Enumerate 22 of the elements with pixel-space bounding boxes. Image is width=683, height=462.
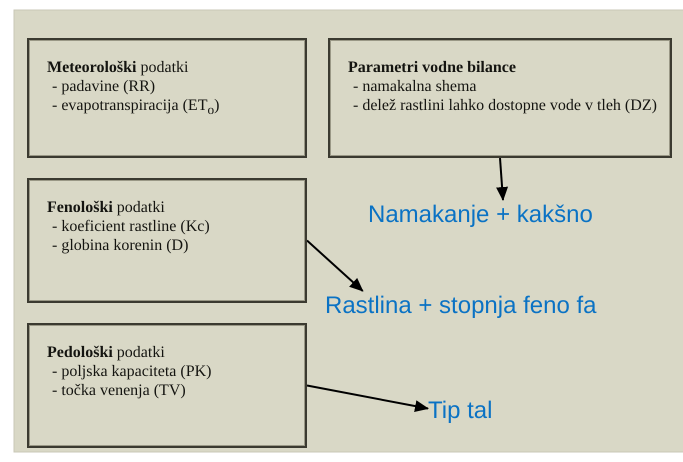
arrow (306, 384, 429, 412)
info-box (27, 178, 307, 303)
list-item: - poljska kapaciteta (PK) (51, 362, 212, 381)
arrow (306, 240, 364, 292)
annotation-text: Rastlina + stopnja feno fa (325, 291, 597, 321)
info-box (328, 38, 672, 158)
list-item: - točka venenja (TV) (51, 381, 187, 400)
list-item: - namakalna shema (352, 77, 478, 96)
box-heading: Fenološki podatki (47, 198, 166, 217)
arrow (496, 158, 508, 201)
list-item: - koeficient rastline (Kc) (51, 217, 211, 236)
annotation-text: Namakanje + kakšno (368, 200, 593, 230)
list-item: - delež rastlini lahko dostopne vode v tleh (DZ) (352, 96, 658, 115)
info-box (27, 323, 307, 448)
list-item: - padavine (RR) (51, 77, 156, 96)
list-item: - evapotranspiracija (ET$_{o}$) (51, 96, 220, 120)
annotation-text: Tip tal (428, 396, 492, 426)
info-box (27, 38, 307, 158)
box-heading: Parametri vodne bilance (348, 58, 517, 77)
box-heading: Pedološki podatki (47, 343, 166, 362)
box-heading: Meteorološki podatki (47, 58, 190, 77)
list-item: - globina korenin (D) (51, 236, 190, 255)
